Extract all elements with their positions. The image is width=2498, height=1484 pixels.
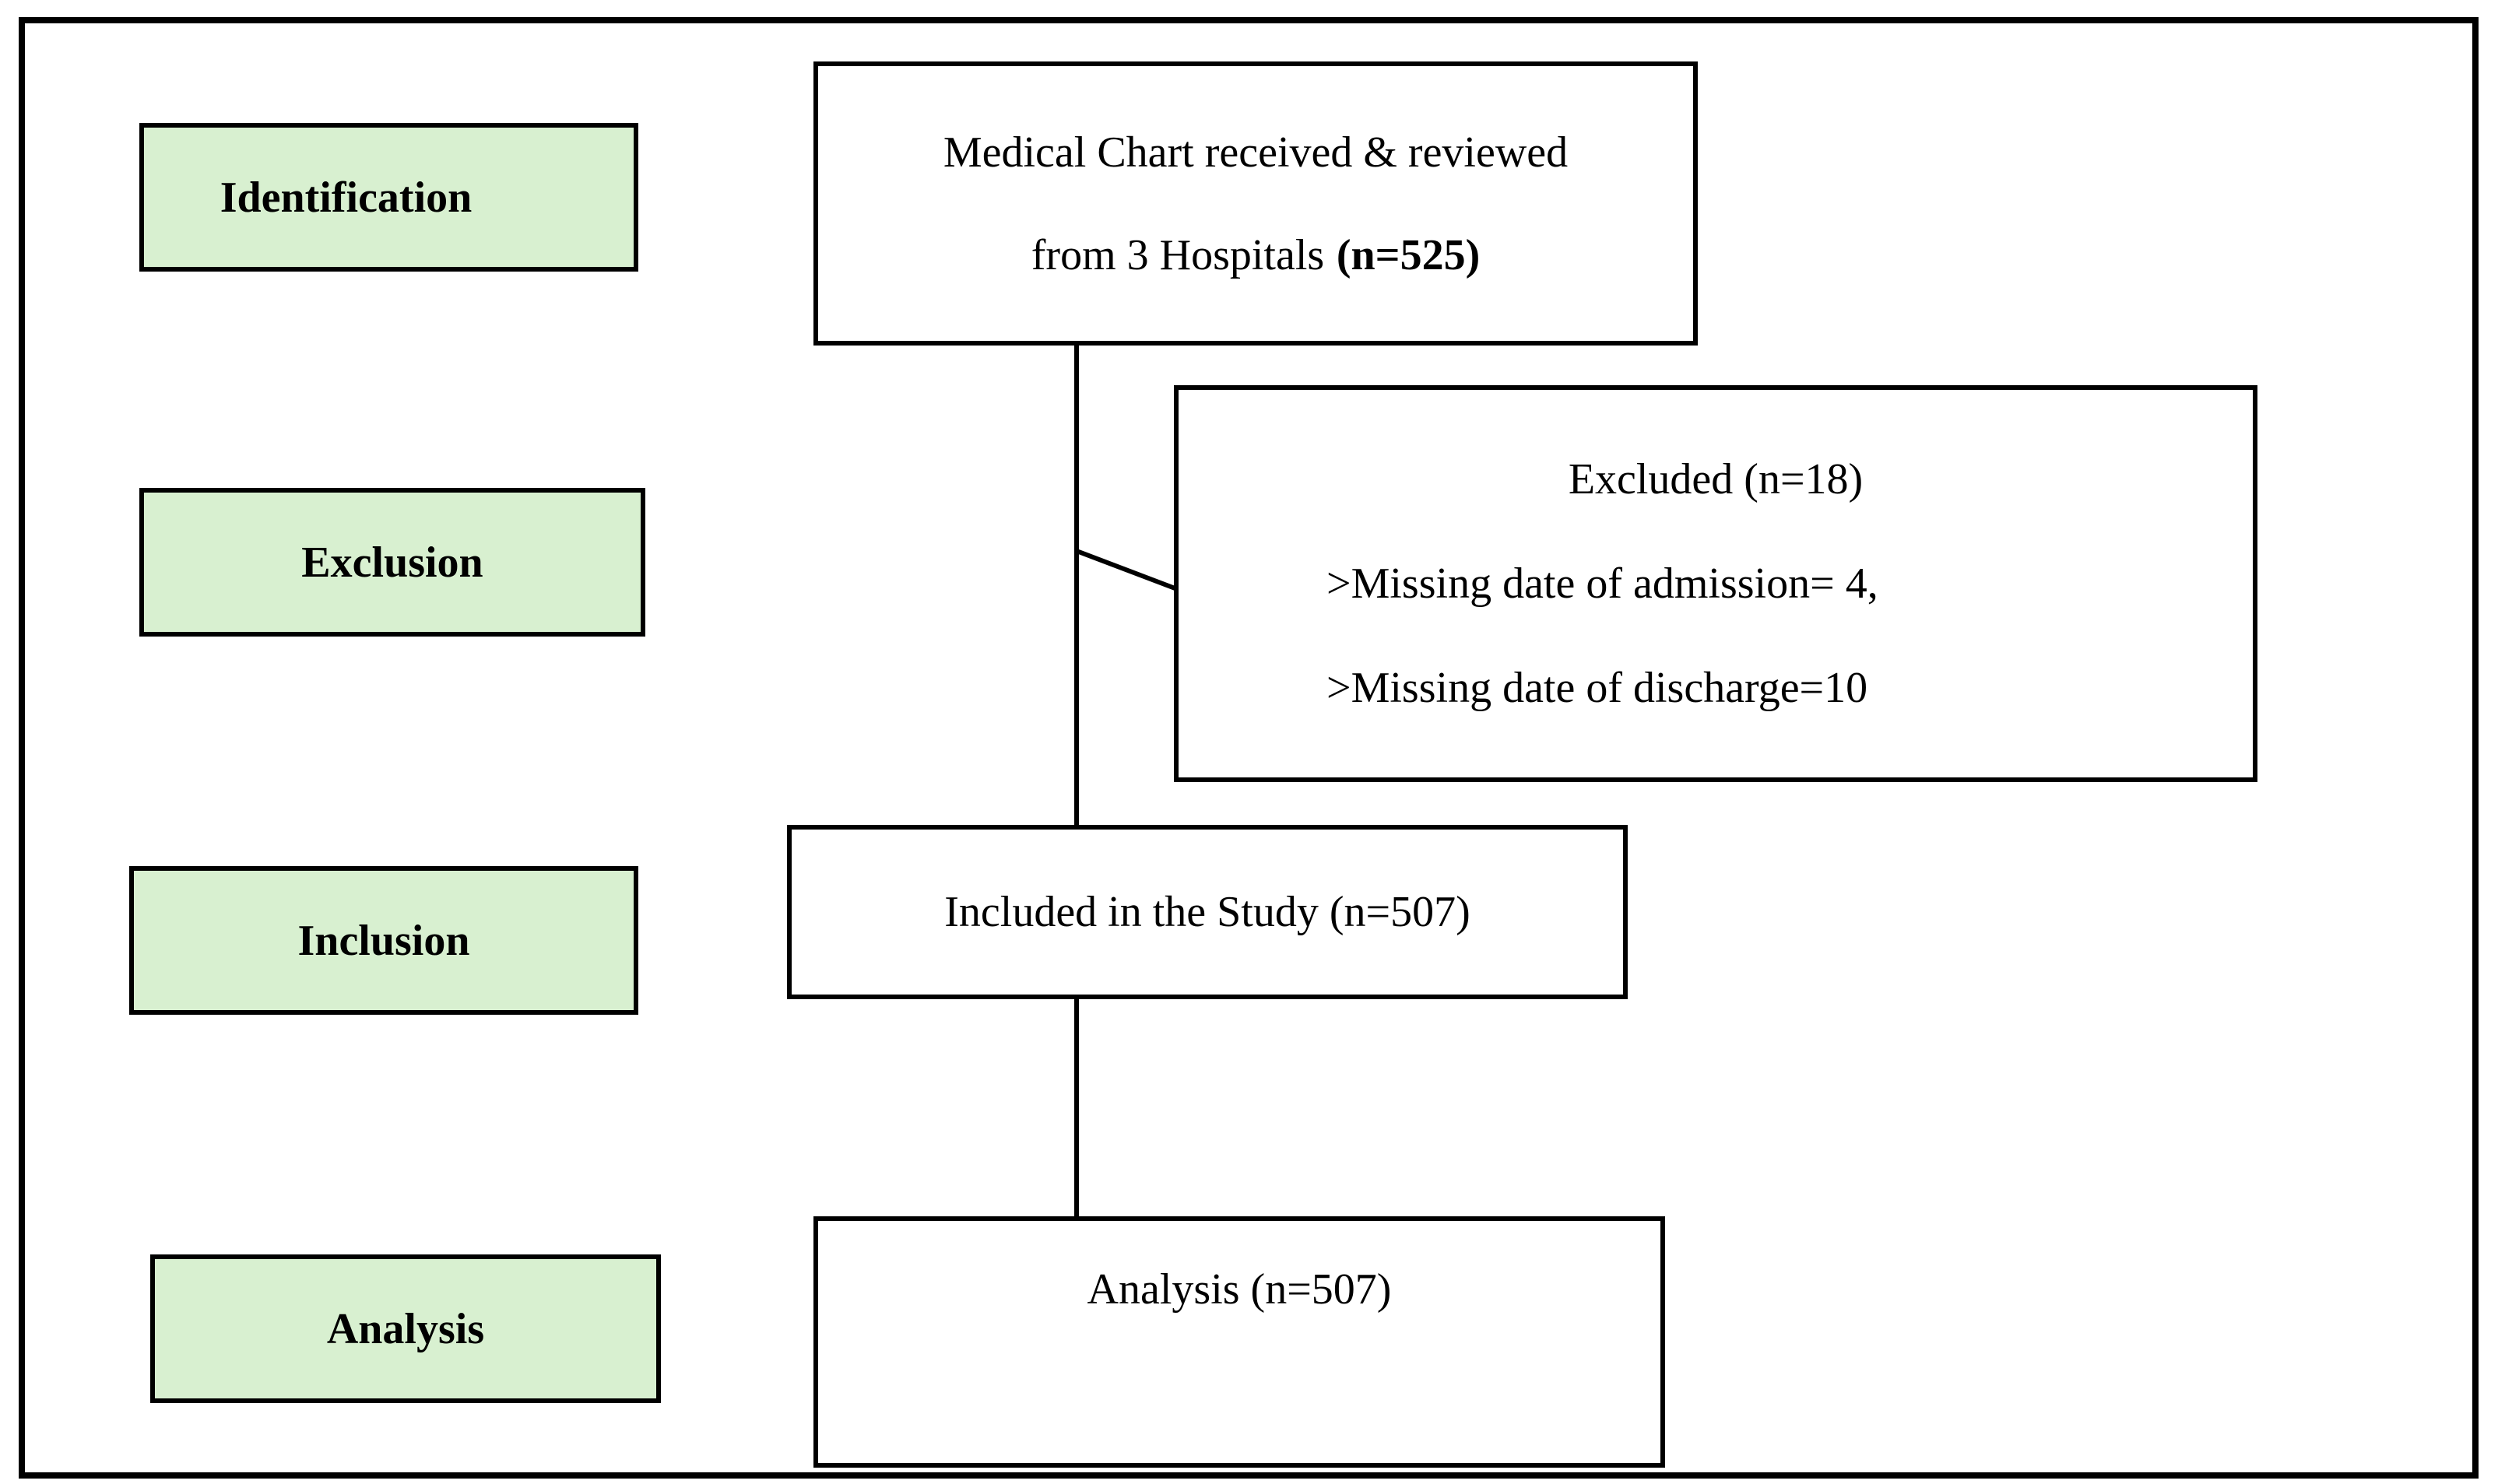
excluded-title: Excluded (n=18): [1568, 455, 1864, 503]
stage-label-exclusion: Exclusion: [139, 488, 645, 637]
box-top-line2-count: (n=525): [1336, 230, 1481, 279]
box-excluded: Excluded (n=18) >Missing date of admissi…: [1174, 385, 2257, 782]
stage-label-identification: Identification: [139, 123, 638, 272]
stage-label-analysis: Analysis: [150, 1254, 661, 1403]
box-medical-charts-received: Medical Chart received & reviewed from 3…: [813, 61, 1698, 346]
stage-label-text: Identification: [220, 173, 473, 222]
included-text: Included in the Study (n=507): [944, 888, 1470, 936]
stage-label-text: Exclusion: [301, 538, 483, 587]
box-top-line2-text: from 3 Hospitals: [1031, 230, 1325, 279]
excluded-item-missing-discharge: >Missing date of discharge=10: [1326, 664, 1868, 712]
stage-label-text: Analysis: [326, 1304, 485, 1353]
excluded-item-missing-admission: >Missing date of admission= 4,: [1326, 560, 1878, 608]
box-top-line2: from 3 Hospitals(n=525): [1031, 230, 1480, 281]
box-top-line1: Medical Chart received & reviewed: [943, 128, 1569, 177]
box-analysis: Analysis (n=507): [813, 1216, 1665, 1468]
analysis-text: Analysis (n=507): [1087, 1265, 1392, 1314]
diagram-frame: [19, 17, 2479, 1479]
stage-label-inclusion: Inclusion: [129, 866, 638, 1015]
stage-label-text: Inclusion: [297, 916, 470, 965]
box-included-in-study: Included in the Study (n=507): [787, 825, 1628, 999]
